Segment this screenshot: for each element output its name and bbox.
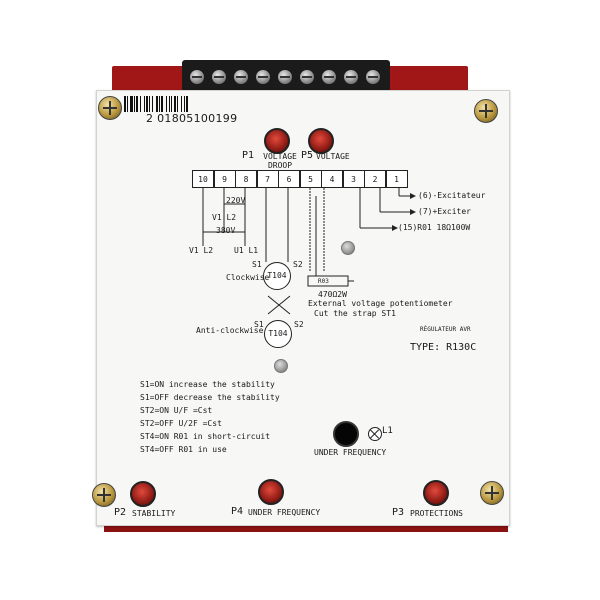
terminal-strip bbox=[182, 60, 390, 92]
p2-label: STABILITY bbox=[132, 509, 176, 518]
exciter-label: (7)+Exciter bbox=[418, 207, 471, 216]
s2-top-label: S2 bbox=[293, 260, 303, 269]
lamp-id-label: L1 bbox=[382, 426, 393, 436]
clockwise-label: Clockwise bbox=[226, 273, 270, 282]
barcode-bar bbox=[156, 96, 158, 112]
settings-list: S1=ON increase the stability S1=OFF decr… bbox=[140, 378, 280, 456]
r03-label: R03 bbox=[318, 278, 329, 285]
p4-id: P4 bbox=[231, 506, 244, 517]
under-frequency-led-label: UNDER FREQUENCY bbox=[314, 448, 387, 457]
v1-l2-outer-label: V1 L2 bbox=[189, 246, 214, 255]
barcode-bar bbox=[130, 96, 133, 112]
barcode-bar bbox=[140, 96, 141, 112]
corner-screw-top-left bbox=[98, 96, 122, 120]
s1-top-label: S1 bbox=[252, 260, 262, 269]
terminal-number-4: 4 bbox=[321, 170, 343, 188]
terminal-screw bbox=[278, 70, 292, 84]
v220-label: 220V bbox=[226, 196, 246, 205]
setting-line: ST2=ON U/F =Cst bbox=[140, 406, 213, 415]
mounting-screw-upper bbox=[341, 241, 355, 255]
barcode-bar bbox=[171, 96, 172, 112]
barcode-bar bbox=[124, 96, 126, 112]
barcode-bar bbox=[169, 96, 170, 112]
barcode-bar bbox=[152, 96, 153, 112]
p5-voltage-potentiometer[interactable] bbox=[308, 128, 334, 154]
p2-id: P2 bbox=[114, 507, 127, 518]
barcode bbox=[124, 96, 244, 112]
t104-coil-top: T104 bbox=[263, 262, 291, 290]
under-frequency-led bbox=[333, 421, 359, 447]
s1-bottom-label: S1 bbox=[254, 320, 264, 329]
p4-label: UNDER FREQUENCY bbox=[248, 508, 321, 517]
barcode-bar bbox=[177, 96, 178, 112]
cut-strap-label: Cut the strap ST1 bbox=[314, 309, 396, 318]
barcode-bar bbox=[186, 96, 188, 112]
setting-line: S1=OFF decrease the stability bbox=[140, 393, 280, 402]
v1-l2-inner-label: V1 L2 bbox=[212, 213, 237, 222]
setting-line: ST2=OFF U/2F =Cst bbox=[140, 419, 222, 428]
serial-number: 2 01805100199 bbox=[146, 112, 238, 125]
barcode-bar bbox=[181, 96, 182, 112]
p1-id: P1 bbox=[242, 150, 255, 161]
p3-id: P3 bbox=[392, 507, 405, 518]
u1-l1-label: U1 L1 bbox=[234, 246, 259, 255]
terminal-screw bbox=[212, 70, 226, 84]
p1-voltage-droop-potentiometer[interactable] bbox=[264, 128, 290, 154]
barcode-bar bbox=[136, 96, 138, 112]
regulator-label: RÉGULATEUR AVR bbox=[420, 326, 471, 333]
v380-label: 380V bbox=[216, 226, 236, 235]
p3-label: PROTECTIONS bbox=[410, 509, 463, 518]
setting-line: ST4=OFF R01 in use bbox=[140, 445, 227, 454]
corner-screw-top-right bbox=[474, 99, 498, 123]
p1-label: VOLTAGE DROOP bbox=[263, 152, 297, 170]
barcode-bar bbox=[146, 96, 148, 112]
barcode-bar bbox=[127, 96, 128, 112]
terminal-screw bbox=[344, 70, 358, 84]
barcode-bar bbox=[166, 96, 167, 112]
excitateur-label: (6)-Excitateur bbox=[418, 191, 486, 200]
barcode-bar bbox=[134, 96, 135, 112]
setting-line: S1=ON increase the stability bbox=[140, 380, 275, 389]
corner-screw-bottom-left bbox=[92, 483, 116, 507]
barcode-bar bbox=[159, 96, 160, 112]
lamp-icon bbox=[368, 427, 382, 441]
type-label: TYPE: R130C bbox=[410, 342, 477, 353]
terminal-number-1: 1 bbox=[385, 170, 408, 188]
terminal-screw bbox=[300, 70, 314, 84]
p5-id: P5 bbox=[301, 150, 314, 161]
p2-stability-potentiometer[interactable] bbox=[130, 481, 156, 507]
terminal-screw bbox=[234, 70, 248, 84]
terminal-screw bbox=[322, 70, 336, 84]
corner-screw-bottom-right bbox=[480, 481, 504, 505]
terminal-screw bbox=[366, 70, 380, 84]
p4-under-frequency-potentiometer[interactable] bbox=[258, 479, 284, 505]
front-panel bbox=[96, 90, 510, 526]
terminal-screw bbox=[256, 70, 270, 84]
barcode-bar bbox=[144, 96, 145, 112]
terminal-screw bbox=[190, 70, 204, 84]
t104-coil-bottom: T104 bbox=[264, 320, 292, 348]
r01-label: (15)R01 18Ω100W bbox=[398, 223, 471, 232]
barcode-bar bbox=[174, 96, 176, 112]
setting-line: ST4=ON R01 in short-circuit bbox=[140, 432, 271, 441]
mounting-screw-lower bbox=[274, 359, 288, 373]
barcode-bar bbox=[161, 96, 163, 112]
barcode-bar bbox=[184, 96, 185, 112]
resistor-label: 470Ω2W bbox=[318, 290, 347, 299]
p3-protections-potentiometer[interactable] bbox=[423, 480, 449, 506]
s2-bottom-label: S2 bbox=[294, 320, 304, 329]
barcode-bar bbox=[149, 96, 150, 112]
external-pot-label: External voltage potentiometer bbox=[308, 299, 453, 308]
anticlockwise-label: Anti-clockwise bbox=[196, 326, 264, 335]
p5-label: VOLTAGE bbox=[316, 152, 350, 161]
